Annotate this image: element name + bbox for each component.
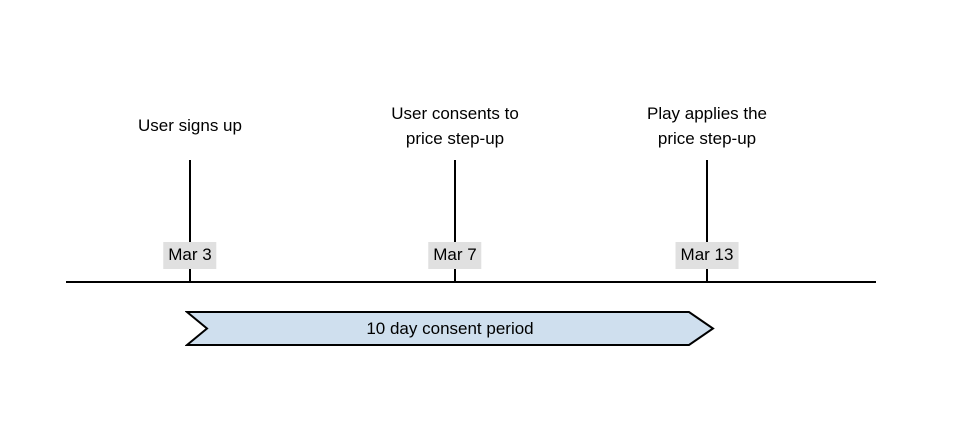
consent-period-banner-shape: [185, 311, 715, 346]
consent-period-banner: 10 day consent period: [185, 310, 715, 347]
event-caption: User consents to price step-up: [391, 104, 519, 148]
event-caption: User signs up: [138, 116, 242, 135]
timeline-axis: [66, 281, 876, 283]
event-tick-line: [189, 160, 191, 281]
event-date-label: Mar 13: [675, 242, 739, 269]
event-date-label: Mar 3: [163, 242, 217, 269]
event-tick-line: [706, 160, 708, 281]
event-tick-line: [454, 160, 456, 281]
event-caption: Play applies the price step-up: [646, 104, 768, 148]
event-date-label: Mar 7: [428, 242, 482, 269]
